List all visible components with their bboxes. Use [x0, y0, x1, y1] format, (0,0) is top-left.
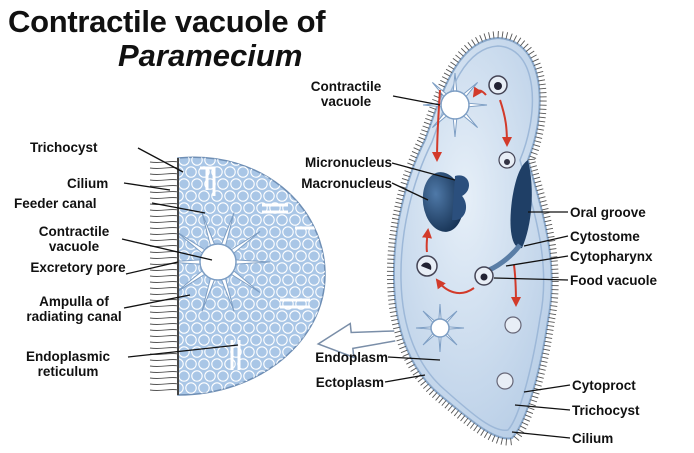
- label-ectoplasm: Ectoplasm: [284, 375, 384, 390]
- contractile-vacuole-upper: [423, 73, 487, 137]
- label-food-vacuole: Food vacuole: [570, 273, 657, 288]
- paramecium-cell: [387, 31, 559, 445]
- label-excretory-pore: Excretory pore: [30, 260, 126, 275]
- label-macronucleus: Macronucleus: [270, 176, 392, 191]
- label-endoplasm: Endoplasm: [284, 350, 388, 365]
- label-cytoproct: Cytoproct: [572, 378, 636, 393]
- label-cilium-left: Cilium: [67, 176, 108, 191]
- label-contractile-vacuole-left: Contractile vacuole: [24, 224, 124, 254]
- label-oral-groove: Oral groove: [570, 205, 646, 220]
- label-contractile-vacuole-top: Contractile vacuole: [296, 79, 396, 109]
- label-cilium-right: Cilium: [572, 431, 613, 446]
- label-feeder-canal: Feeder canal: [14, 196, 97, 211]
- detail-cilia: [150, 161, 178, 390]
- label-cytostome: Cytostome: [570, 229, 640, 244]
- label-ampulla: Ampulla of radiating canal: [24, 294, 124, 324]
- label-trichocyst-right: Trichocyst: [572, 403, 640, 418]
- label-cytopharynx: Cytopharynx: [570, 249, 653, 264]
- label-endoplasmic-reticulum: Endoplasmic reticulum: [8, 349, 128, 379]
- label-micronucleus: Micronucleus: [270, 155, 392, 170]
- contractile-vacuole-lower: [416, 304, 464, 352]
- label-trichocyst-left: Trichocyst: [30, 140, 98, 155]
